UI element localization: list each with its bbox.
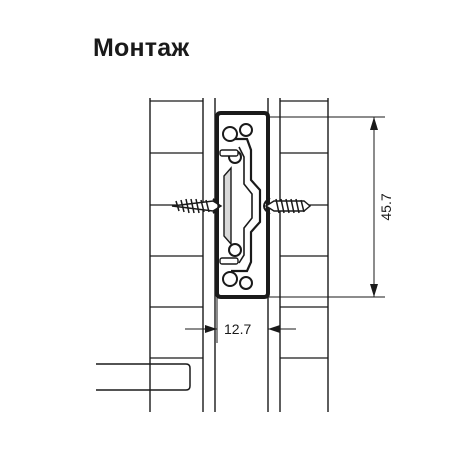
ball-bearing-bottom-right: [239, 276, 253, 290]
ball-bearing-top-left: [222, 126, 238, 142]
drawer-slide-profile: [215, 111, 270, 299]
height-dimension: [268, 116, 385, 298]
right-mounting-screw: [263, 197, 312, 215]
left-mounting-screw: [171, 198, 223, 214]
drawer-bottom-panel: [96, 363, 191, 391]
width-dimension-label: 12.7: [224, 321, 251, 337]
page-title: Монтаж: [93, 34, 190, 62]
ball-bearing-bottom-left: [222, 271, 238, 287]
height-dimension-label: 45.7: [378, 193, 394, 220]
width-dimension: [185, 297, 296, 343]
ball-bearing-top-right: [239, 123, 253, 137]
right-cabinet-panel: [267, 98, 329, 412]
left-cabinet-panel: [149, 98, 216, 412]
ball-bearing-mid-bottom: [228, 243, 242, 257]
